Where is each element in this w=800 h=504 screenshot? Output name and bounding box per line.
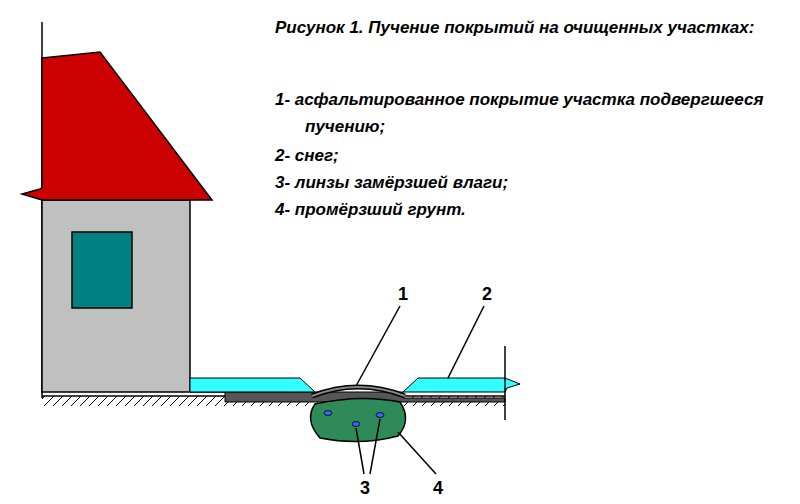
- callout-number: 3: [360, 478, 370, 498]
- legend-item: 3- линзы замёрзшей влаги;: [275, 169, 508, 196]
- callout-number: 1: [398, 284, 408, 304]
- callout-number: 2: [482, 284, 492, 304]
- legend-item: 4- промёрзший грунт.: [275, 196, 466, 223]
- figure-title: Рисунок 1. Пучение покрытий на очищенных…: [275, 14, 795, 41]
- legend-item: 1- асфальтированное покрытие участка под…: [275, 86, 765, 140]
- legend-item: 2- снег;: [275, 142, 339, 169]
- callout-number: 4: [433, 478, 443, 498]
